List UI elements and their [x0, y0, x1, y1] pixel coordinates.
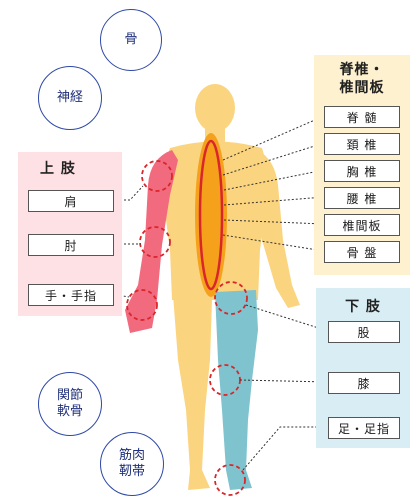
spine-panel: 脊椎・ 椎間板 脊 髄 頚 椎 胸 椎 腰 椎 椎間板 骨 盤 — [314, 55, 410, 275]
leader-spine-6 — [222, 234, 325, 252]
lower-limb-title: 下 肢 — [345, 299, 381, 315]
elbow-marker — [139, 226, 171, 258]
label-shoulder: 肩 — [28, 190, 114, 212]
leader-spine-4 — [223, 196, 325, 206]
spine-marker — [198, 139, 224, 291]
lower-limb-panel: 下 肢 股 膝 足・足指 — [316, 288, 410, 448]
label-foot-toe: 足・足指 — [328, 417, 400, 439]
label-lumbar: 腰 椎 — [324, 187, 400, 209]
label-thoracic: 胸 椎 — [324, 160, 400, 182]
leader-spine-2 — [222, 142, 325, 176]
spine-title: 脊椎・ 椎間板 — [339, 62, 385, 96]
leader-spine-5 — [223, 219, 325, 225]
label-spinal-cord: 脊 髄 — [324, 106, 400, 128]
category-joint-cartilage: 関節 軟骨 — [38, 372, 102, 436]
upper-limb-title: 上 肢 — [40, 161, 76, 177]
hip-marker — [214, 281, 248, 315]
shoulder-marker — [141, 160, 173, 192]
label-cervical: 頚 椎 — [324, 133, 400, 155]
label-hand-finger: 手・手指 — [28, 284, 114, 306]
category-nerve: 神経 — [38, 66, 102, 130]
leader-spine-3 — [223, 169, 325, 191]
label-hip: 股 — [328, 321, 400, 343]
label-knee: 膝 — [328, 372, 400, 394]
category-bone: 骨 — [100, 9, 162, 71]
upper-limb-panel: 上 肢 肩 肘 手・手指 — [18, 152, 122, 316]
leader-foot — [242, 426, 328, 471]
hand-marker — [126, 289, 158, 321]
label-disc: 椎間板 — [324, 214, 400, 236]
label-pelvis: 骨 盤 — [324, 241, 400, 263]
upper-limb-highlight — [125, 150, 178, 333]
category-muscle-ligament: 筋肉 靭帯 — [100, 432, 164, 496]
leader-spine-1 — [222, 115, 325, 161]
foot-marker — [214, 464, 246, 496]
leader-knee — [239, 379, 329, 383]
label-elbow: 肘 — [28, 234, 114, 256]
